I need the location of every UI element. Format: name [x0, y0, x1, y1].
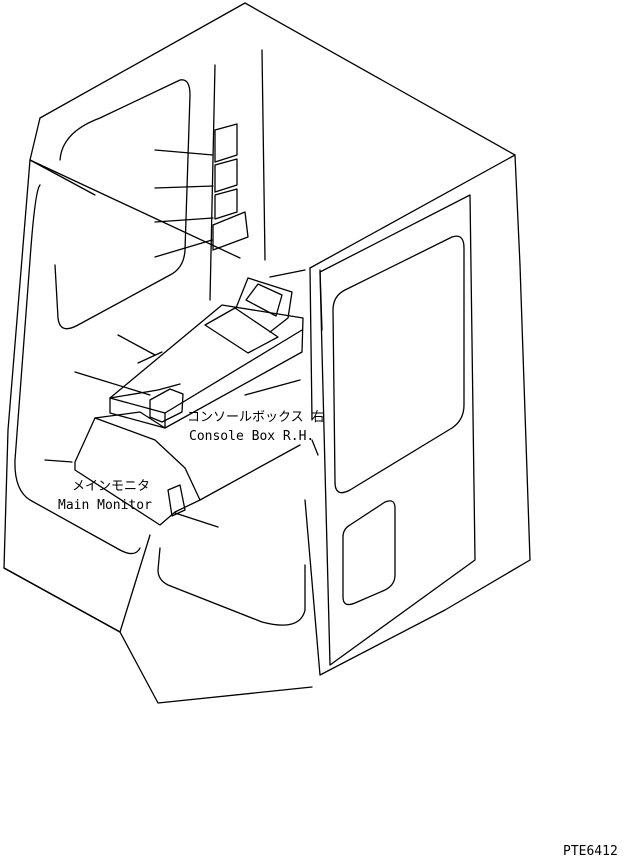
left-window [14, 79, 306, 626]
right-door [319, 194, 476, 666]
console-box [109, 277, 304, 429]
drawing-code: PTE6412 [563, 844, 618, 858]
cab-shell [3, 2, 531, 704]
console-box-jp-label: コンソールボックス 右 [187, 410, 324, 425]
console-box-en-label: Console Box R.H. [189, 429, 314, 444]
leader-lines [44, 269, 319, 528]
main-monitor [74, 411, 301, 526]
main-monitor-en-label: Main Monitor [58, 498, 152, 513]
pillar-switch-panel [154, 123, 249, 258]
main-monitor-jp-label: メインモニタ [72, 479, 150, 494]
cab-pillars [209, 49, 323, 676]
